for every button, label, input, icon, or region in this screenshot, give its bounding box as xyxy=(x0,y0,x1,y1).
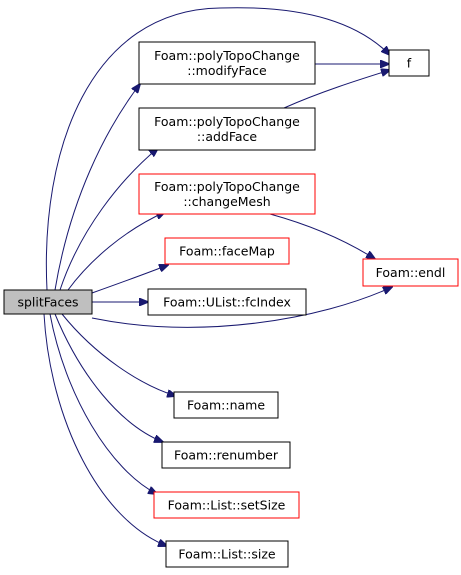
edges xyxy=(43,7,392,546)
node-label-size: Foam::List::size xyxy=(178,547,275,562)
node-box-name xyxy=(173,391,279,419)
node-setSize[interactable]: Foam::List::setSize xyxy=(153,491,300,519)
node-label-fcIndex: Foam::UList::fcIndex xyxy=(163,295,291,310)
node-f[interactable]: f xyxy=(388,49,430,77)
edge-splitFaces-to-size xyxy=(43,313,167,546)
node-renumber[interactable]: Foam::renumber xyxy=(161,441,291,469)
node-label-name: Foam::name xyxy=(187,398,265,413)
node-label-changeMesh-line-2: ::changeMesh xyxy=(183,194,270,209)
node-box-modifyFace xyxy=(138,41,316,85)
node-box-endl xyxy=(362,258,459,287)
node-name[interactable]: Foam::name xyxy=(173,391,279,419)
edge-splitFaces-to-changeMesh xyxy=(67,212,165,291)
edge-splitFaces-to-endl xyxy=(91,287,392,328)
node-label-endl: Foam::endl xyxy=(376,265,446,280)
node-box-renumber xyxy=(161,441,291,469)
node-label-renumber: Foam::renumber xyxy=(174,448,279,463)
edge-splitFaces-to-setSize xyxy=(49,313,157,494)
node-label-addFace-line-1: Foam::polyTopoChange xyxy=(154,114,300,129)
edge-addFace-to-f xyxy=(283,70,390,109)
node-splitFaces[interactable]: splitFaces xyxy=(3,289,93,315)
node-label-changeMesh-line-1: Foam::polyTopoChange xyxy=(154,179,300,194)
node-label-splitFaces: splitFaces xyxy=(17,295,78,310)
edge-splitFaces-to-modifyFace xyxy=(54,84,140,291)
node-label-modifyFace-line-2: ::modifyFace xyxy=(187,63,267,78)
edge-splitFaces-to-addFace xyxy=(59,148,158,291)
node-modifyFace[interactable]: Foam::polyTopoChange::modifyFace xyxy=(138,41,316,85)
node-label-modifyFace-line-1: Foam::polyTopoChange xyxy=(154,48,300,63)
node-box-changeMesh xyxy=(138,173,316,215)
edge-splitFaces-to-name xyxy=(61,313,176,396)
node-fcIndex[interactable]: Foam::UList::fcIndex xyxy=(147,288,307,316)
edge-changeMesh-to-endl xyxy=(269,213,375,259)
edge-splitFaces-to-renumber xyxy=(54,313,163,442)
node-box-setSize xyxy=(153,491,300,519)
nodes: splitFaces Foam::polyTopoChange::modifyFa… xyxy=(3,41,459,568)
node-label-f: f xyxy=(407,56,412,71)
node-label-addFace-line-2: ::addFace xyxy=(197,129,258,144)
node-endl[interactable]: Foam::endl xyxy=(362,258,459,287)
node-box-splitFaces xyxy=(3,289,93,315)
node-faceMap[interactable]: Foam::faceMap xyxy=(164,237,290,265)
node-label-faceMap: Foam::faceMap xyxy=(179,244,275,259)
node-box-size xyxy=(165,540,289,568)
node-addFace[interactable]: Foam::polyTopoChange::addFace xyxy=(138,107,316,151)
node-size[interactable]: Foam::List::size xyxy=(165,540,289,568)
node-box-addFace xyxy=(138,107,316,151)
node-changeMesh[interactable]: Foam::polyTopoChange::changeMesh xyxy=(138,173,316,215)
edge-splitFaces-to-f xyxy=(45,7,390,291)
node-box-fcIndex xyxy=(147,288,307,316)
node-label-setSize: Foam::List::setSize xyxy=(168,498,286,513)
edge-splitFaces-to-faceMap xyxy=(91,265,168,294)
node-box-f xyxy=(388,49,430,77)
node-box-faceMap xyxy=(164,237,290,265)
